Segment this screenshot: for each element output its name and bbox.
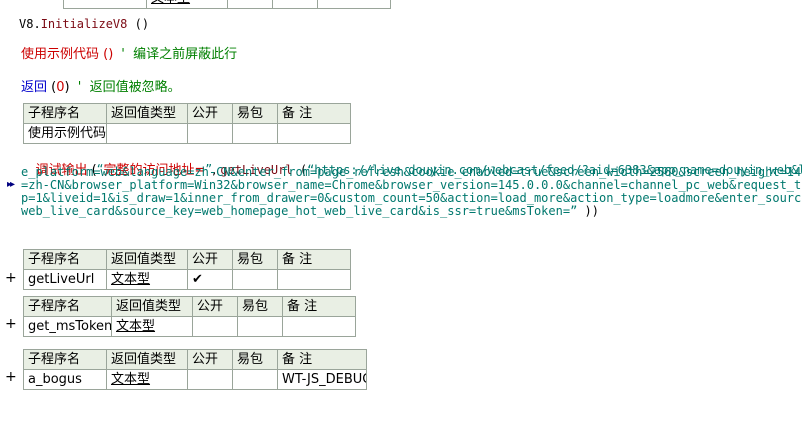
code-line-sample-call[interactable]: 使用示例代码 () ' 编译之前屏蔽此行 (21, 48, 237, 61)
header-public: 公开 (187, 103, 233, 124)
code-debug-paren-open: ( (87, 163, 97, 178)
header-package: 易包 (232, 103, 278, 124)
code-args-empty: () (127, 17, 150, 31)
code-line-return[interactable]: 返回 (0) ' 返回值被忽略。 (21, 81, 181, 94)
header-note: 备 注 (277, 249, 351, 270)
code-line-initialize-v8[interactable]: V8.InitializeV8 () (19, 18, 149, 30)
subroutine-table-getliveurl[interactable]: 子程序名 返回值类型 公开 易包 备 注 getLiveUrl 文本型 ✔ (23, 249, 351, 290)
cell-note[interactable]: WT-JS_DEBUG (277, 369, 367, 390)
subroutine-table-get-mstoken[interactable]: 子程序名 返回值类型 公开 易包 备 注 get_msToken 文本型 (23, 296, 356, 337)
header-note: 备 注 (277, 103, 351, 124)
cell-package[interactable] (232, 369, 278, 390)
code-line-debug-output-5[interactable]: web_live_card&source_key=web_homepage_ho… (21, 205, 599, 217)
code-keyword-return: 返回 (21, 80, 48, 95)
code-object-v8: V8. (19, 17, 41, 31)
cell-return-type[interactable]: 文本型 (146, 0, 228, 9)
code-method-initializev8: InitializeV8 (40, 17, 128, 31)
code-debug-quote-open: “ (96, 163, 104, 178)
header-subroutine-name: 子程序名 (23, 296, 112, 317)
cell-subroutine-name[interactable]: 使用示例代码 (23, 123, 107, 144)
header-note: 备 注 (277, 349, 367, 370)
code-line-debug-output-4[interactable]: p=1&liveid=1&is_draw=1&inner_from_drawer… (21, 192, 802, 204)
cell-public[interactable] (227, 0, 273, 9)
code-debug-call-paren: ( (292, 163, 308, 177)
cell-subroutine-name[interactable]: getLiveUrl (23, 269, 107, 290)
subroutine-table-a-bogus[interactable]: 子程序名 返回值类型 公开 易包 备 注 a_bogus 文本型 WT-JS_D… (23, 349, 367, 390)
code-debug-quote-close: ” (205, 163, 213, 178)
header-public: 公开 (187, 249, 233, 270)
table-row[interactable]: 使用示例代码 (23, 123, 351, 144)
header-note: 备 注 (282, 296, 356, 317)
cell-package[interactable] (272, 0, 318, 9)
code-debug-tail-parens: )) (577, 204, 599, 218)
header-subroutine-name: 子程序名 (23, 349, 107, 370)
expander-get-mstoken[interactable]: + (5, 316, 17, 332)
cell-public[interactable] (187, 369, 233, 390)
code-debug-label: 完整的访问地址= (103, 163, 206, 178)
code-return-value: 0 (56, 80, 65, 95)
cell-public[interactable] (192, 316, 238, 337)
table-header-row: 子程序名 返回值类型 公开 易包 备 注 (23, 103, 351, 124)
code-url-quote-close: ” (570, 204, 578, 218)
code-line-debug-output-2[interactable]: e_platform=web&language=zh-CN&enter_from… (21, 166, 802, 178)
table-header-row: 子程序名 返回值类型 公开 易包 备 注 (23, 249, 351, 270)
header-subroutine-name: 子程序名 (23, 249, 107, 270)
code-url-segment-1: https://live.douyin.com/webcast/feed/?ai… (314, 163, 802, 177)
code-func-debug-output: 调试输出 (35, 163, 88, 178)
header-package: 易包 (237, 296, 283, 317)
table-row[interactable]: 文本型 (63, 0, 391, 9)
cell-subroutine-name[interactable]: get_msToken (23, 316, 112, 337)
code-url-segment-3: =zh-CN&browser_platform=Win32&browser_na… (21, 178, 802, 192)
wrap-continuation-marker-icon: ▸▸ (7, 179, 15, 190)
code-comment-return: ' 返回值被忽略。 (77, 80, 181, 95)
expander-getliveurl[interactable]: + (5, 270, 17, 286)
header-package: 易包 (232, 249, 278, 270)
code-call-sample: 使用示例代码 () (21, 47, 114, 62)
header-subroutine-name: 子程序名 (23, 103, 107, 124)
code-comment-sample: ' 编译之前屏蔽此行 (121, 47, 238, 62)
cell-subroutine-name[interactable]: a_bogus (23, 369, 107, 390)
table-row[interactable]: get_msToken 文本型 (23, 316, 356, 337)
cell-public-checkmark-icon[interactable]: ✔ (187, 269, 233, 290)
cell-package[interactable] (232, 123, 278, 144)
cell-note[interactable] (277, 123, 351, 144)
code-paren-open: ( (47, 80, 57, 95)
table-header-row: 子程序名 返回值类型 公开 易包 备 注 (23, 296, 356, 317)
code-url-quote-open: “ (307, 163, 315, 177)
header-public: 公开 (192, 296, 238, 317)
code-debug-comma: , (212, 163, 221, 178)
code-paren-close: ) (64, 80, 74, 95)
cell-package[interactable] (232, 269, 278, 290)
table-row[interactable]: a_bogus 文本型 WT-JS_DEBUG (23, 369, 367, 390)
header-package: 易包 (232, 349, 278, 370)
top-partial-table[interactable]: 文本型 (63, 0, 391, 9)
cell-return-type[interactable]: 文本型 (106, 269, 188, 290)
expander-a-bogus[interactable]: + (5, 369, 17, 385)
cell-note[interactable] (317, 0, 391, 9)
table-header-row: 子程序名 返回值类型 公开 易包 备 注 (23, 349, 367, 370)
cell-package[interactable] (237, 316, 283, 337)
cell-subroutine-name[interactable] (63, 0, 147, 9)
code-url-segment-4: p=1&liveid=1&is_draw=1&inner_from_drawer… (21, 191, 802, 205)
code-call-getliveurl: getLiveUrl (220, 163, 293, 177)
header-return-type: 返回值类型 (111, 296, 193, 317)
cell-return-type[interactable]: 文本型 (111, 316, 193, 337)
cell-note[interactable] (277, 269, 351, 290)
cell-note[interactable] (282, 316, 356, 337)
sample-code-subroutine-table[interactable]: 子程序名 返回值类型 公开 易包 备 注 使用示例代码 (23, 103, 351, 144)
code-line-debug-output-3[interactable]: =zh-CN&browser_platform=Win32&browser_na… (21, 179, 802, 191)
table-row[interactable]: getLiveUrl 文本型 ✔ (23, 269, 351, 290)
code-line-debug-output-1[interactable]: 调试输出 (“完整的访问地址=”, getLiveUrl (“https://l… (21, 152, 802, 177)
header-return-type: 返回值类型 (106, 249, 188, 270)
code-url-segment-5: web_live_card&source_key=web_homepage_ho… (21, 204, 571, 218)
header-return-type: 返回值类型 (106, 349, 188, 370)
header-return-type: 返回值类型 (106, 103, 188, 124)
header-public: 公开 (187, 349, 233, 370)
code-url-segment-2: e_platform=web&language=zh-CN&enter_from… (21, 165, 802, 179)
cell-return-type[interactable]: 文本型 (106, 369, 188, 390)
cell-public[interactable] (187, 123, 233, 144)
cell-return-type[interactable] (106, 123, 188, 144)
